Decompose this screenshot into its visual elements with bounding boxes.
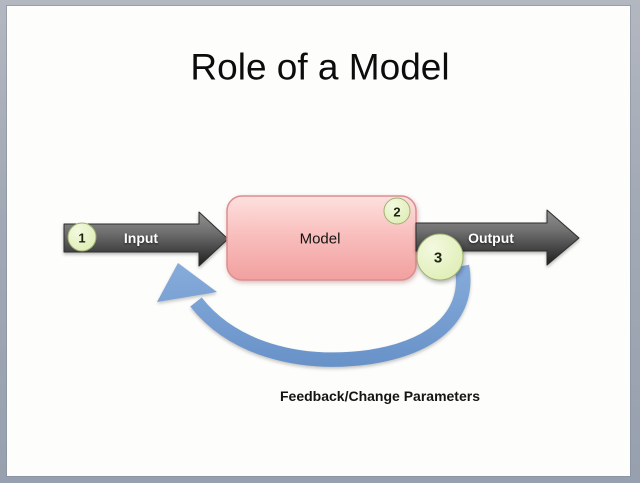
badge-2-number: 2 bbox=[393, 204, 401, 220]
feedback-label: Feedback/Change Parameters bbox=[280, 388, 480, 404]
feedback-arrowhead bbox=[157, 263, 217, 302]
badge-3-number: 3 bbox=[433, 249, 443, 267]
feedback-arrow-shape bbox=[157, 263, 471, 367]
model-label: Model bbox=[299, 230, 341, 248]
badge-3-circle bbox=[416, 233, 464, 281]
badge-1-number: 1 bbox=[78, 230, 86, 246]
input-arrow-shape bbox=[63, 211, 229, 267]
badge-1-circle bbox=[67, 222, 97, 252]
badge-2-circle bbox=[383, 197, 411, 225]
input-label: Input bbox=[123, 230, 159, 246]
feedback-arrow-curve bbox=[190, 264, 471, 367]
slide-title: Role of a Model bbox=[190, 46, 450, 88]
output-label: Output bbox=[468, 230, 514, 246]
